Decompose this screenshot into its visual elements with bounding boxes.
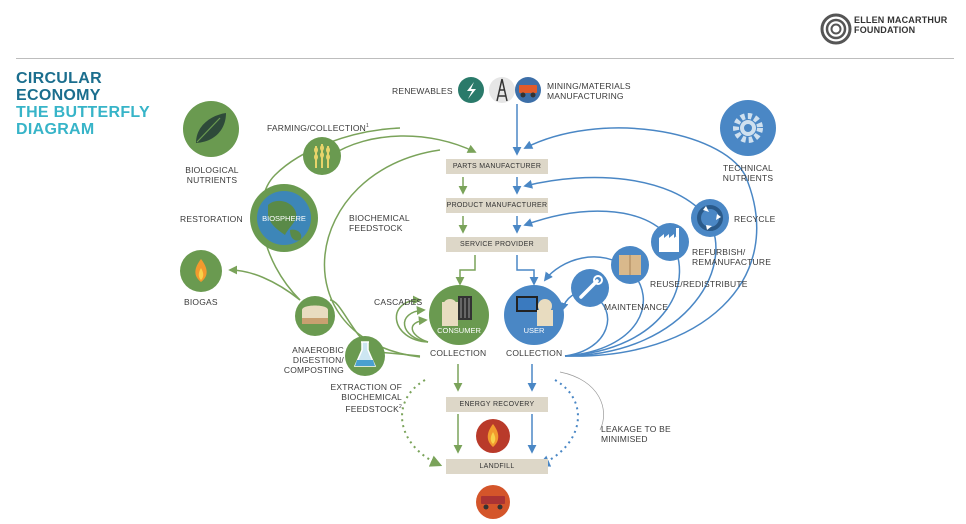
extraction-line-3-text: FEEDSTOCK xyxy=(345,403,400,414)
tech-nutrients-line-1: TECHNICAL xyxy=(723,163,773,173)
extraction-label: EXTRACTION OF BIOCHEMICAL FEEDSTOCK2 xyxy=(328,382,402,414)
energy-recovery-box: ENERGY RECOVERY xyxy=(446,397,548,412)
maintenance-label: MAINTENANCE xyxy=(604,302,669,312)
green-loops xyxy=(228,127,477,358)
landfill-box: LANDFILL xyxy=(446,459,548,474)
renewables-label: RENEWABLES xyxy=(392,86,453,96)
extraction-line-2: BIOCHEMICAL xyxy=(341,392,402,402)
biochemical-feedstock-label: BIOCHEMICAL FEEDSTOCK xyxy=(349,213,410,233)
technical-nutrients-label: TECHNICAL NUTRIENTS xyxy=(722,163,774,183)
tech-nutrients-line-2: NUTRIENTS xyxy=(722,173,774,183)
biological-nutrients-label: BIOLOGICAL NUTRIENTS xyxy=(184,165,240,185)
farming-footnote: 1 xyxy=(366,123,369,129)
logo-line-1: ELLEN MACARTHUR xyxy=(854,15,948,25)
biogas-label: BIOGAS xyxy=(184,297,218,307)
header-divider xyxy=(16,58,954,59)
mining-label: MINING/MATERIALS MANUFACTURING xyxy=(547,81,631,101)
logo-line-2: FOUNDATION xyxy=(854,25,916,35)
leakage-dashes xyxy=(401,379,579,467)
leakage-connector xyxy=(559,371,604,431)
refurbish-line-2: REMANUFACTURE xyxy=(692,257,772,267)
farming-text: FARMING/COLLECTION xyxy=(267,122,367,133)
extraction-line-1: EXTRACTION OF xyxy=(330,382,402,392)
biochemical-line-2: FEEDSTOCK xyxy=(349,223,403,233)
mining-label-line-1: MINING/MATERIALS xyxy=(547,81,631,91)
parts-manufacturer-box: PARTS MANUFACTURER xyxy=(446,159,548,174)
title-line-2: ECONOMY xyxy=(16,87,101,104)
biochemical-line-1: BIOCHEMICAL xyxy=(349,213,410,223)
farming-collection-label: FARMING/COLLECTION1 xyxy=(267,121,369,133)
title-line-1: CIRCULAR xyxy=(16,70,102,87)
refurbish-line-1: REFURBISH/ xyxy=(692,247,746,257)
foundation-logo-text: ELLEN MACARTHUR FOUNDATION xyxy=(854,15,948,35)
consumer-label: CONSUMER xyxy=(437,326,481,335)
title-line-4: DIAGRAM xyxy=(16,121,95,138)
anaerobic-line-2: DIGESTION/ xyxy=(292,355,344,365)
recycle-icon xyxy=(691,199,729,237)
recycle-label: RECYCLE xyxy=(734,214,776,224)
anaerobic-line-3: COMPOSTING xyxy=(283,365,344,375)
leakage-line-1: LEAKAGE TO BE xyxy=(601,424,671,434)
green-vertical-flows xyxy=(453,177,476,454)
biosphere-label: BIOSPHERE xyxy=(262,214,306,223)
leakage-label: LEAKAGE TO BE MINIMISED xyxy=(601,424,671,444)
reuse-label: REUSE/REDISTRIBUTE xyxy=(650,279,748,289)
anaerobic-line-1: ANAEROBIC xyxy=(292,345,344,355)
blue-vertical-flows xyxy=(512,104,539,454)
consumer-collection-label: COLLECTION xyxy=(430,348,487,358)
bio-nutrients-line-1: BIOLOGICAL xyxy=(185,165,239,175)
cascades-label: CASCADES xyxy=(374,297,423,307)
title-line-3: THE BUTTERFLY xyxy=(16,104,150,121)
product-manufacturer-box: PRODUCT MANUFACTURER xyxy=(446,198,548,213)
leakage-line-2: MINIMISED xyxy=(601,434,648,444)
refurbish-label: REFURBISH/ REMANUFACTURE xyxy=(692,247,771,267)
user-icon xyxy=(504,285,564,345)
anaerobic-label: ANAEROBIC DIGESTION/ COMPOSTING xyxy=(282,345,344,375)
user-collection-label: COLLECTION xyxy=(506,348,563,358)
mining-label-line-2: MANUFACTURING xyxy=(547,91,624,101)
service-provider-box: SERVICE PROVIDER xyxy=(446,237,548,252)
extraction-footnote: 2 xyxy=(399,404,402,410)
user-label: USER xyxy=(523,326,545,335)
page-title: CIRCULAR ECONOMY THE BUTTERFLY DIAGRAM xyxy=(16,70,150,138)
extraction-line-3: FEEDSTOCK2 xyxy=(328,402,402,414)
bio-nutrients-line-2: NUTRIENTS xyxy=(186,175,238,185)
restoration-label: RESTORATION xyxy=(180,214,243,224)
